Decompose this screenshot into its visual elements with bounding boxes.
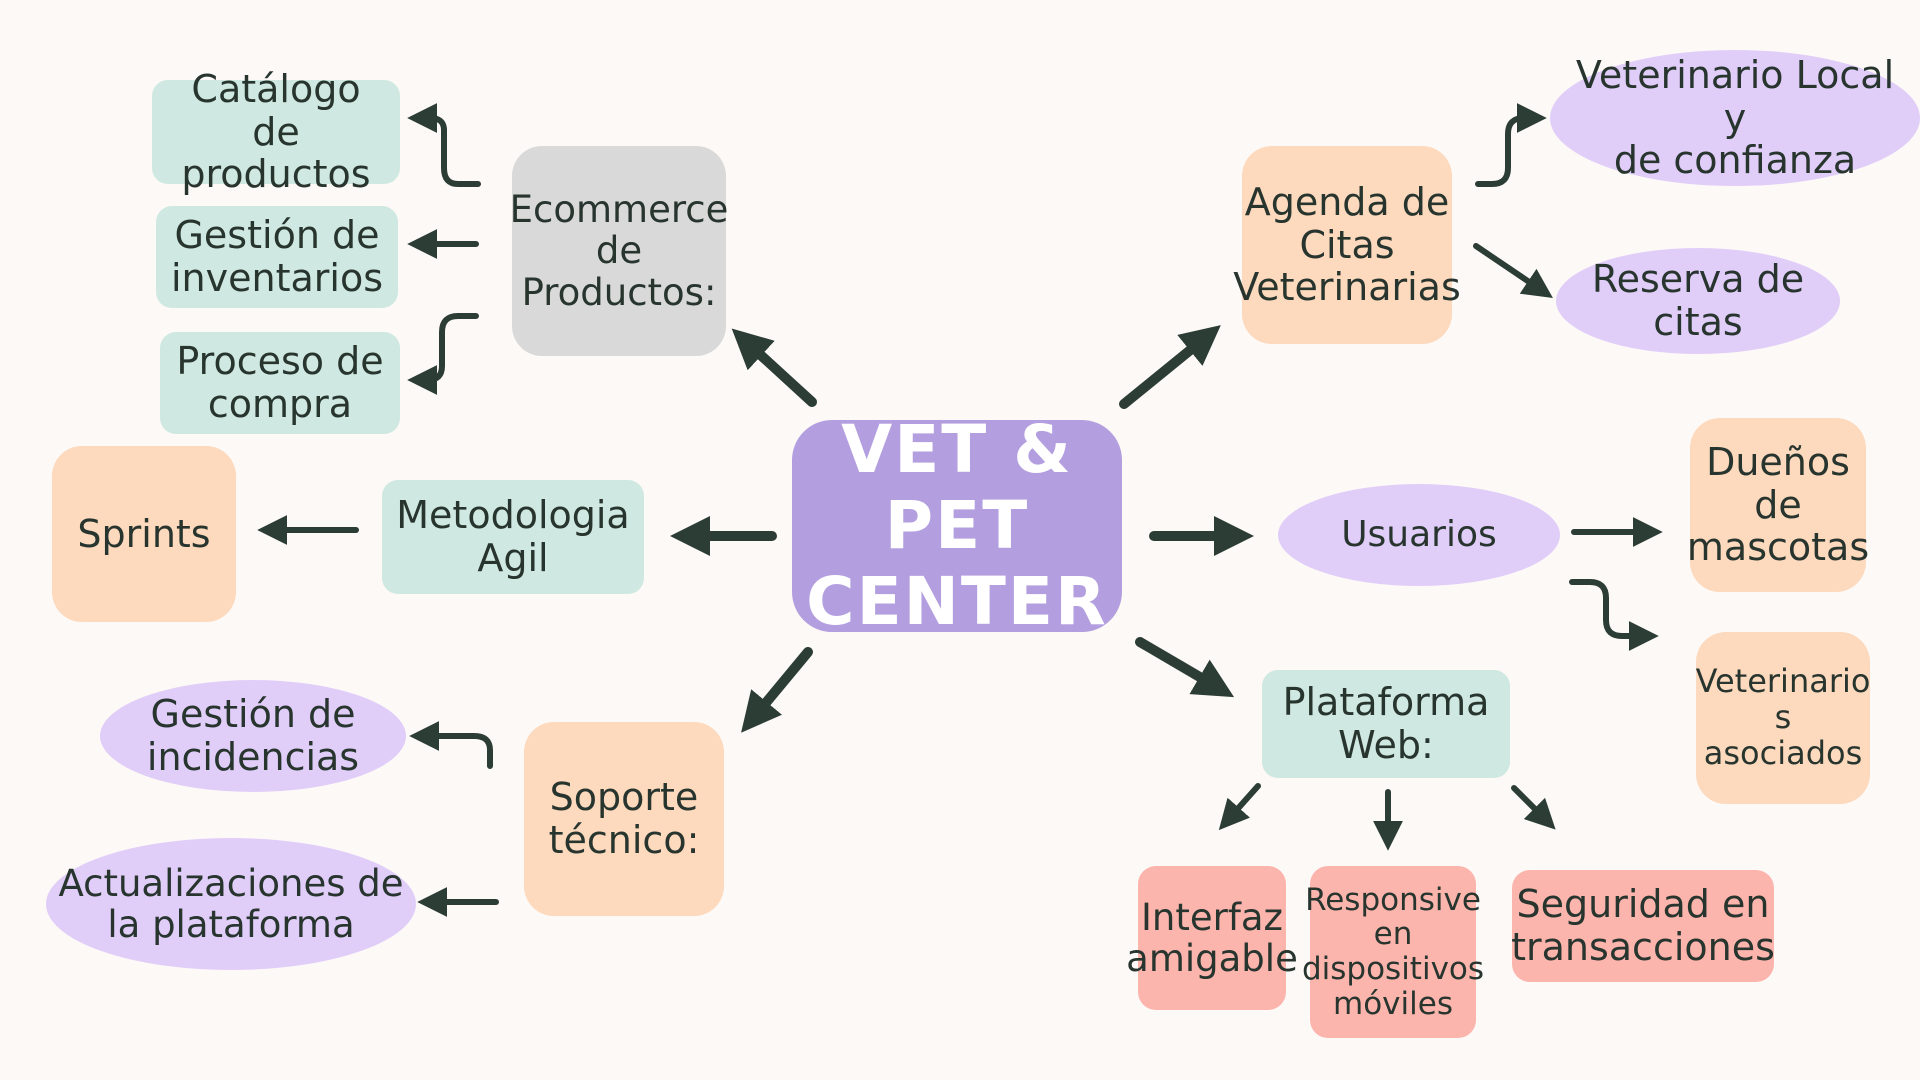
node-responsive-moviles: Responsive en dispositivos móviles [1302,866,1484,1038]
arrow-agenda-to-veterinario-local [1475,103,1547,187]
arrow-agenda-to-reserva [1473,243,1553,299]
node-duenos-mascotas: Dueños de mascotas [1687,418,1869,592]
node-sprints: Sprints [52,446,236,622]
node-seguridad-transacciones: Seguridad en transacciones [1511,870,1775,982]
arrow-ecommerce-to-compra [407,313,479,395]
node-veterinario-local: Veterinario Local y de confianza [1550,50,1920,186]
node-proceso-compra: Proceso de compra [160,332,400,434]
node-gestion-incidencias: Gestión de incidencias [100,680,406,792]
branch-usuarios: Usuarios [1278,484,1560,586]
node-actualizaciones-plataforma: Actualizaciones de la plataforma [46,838,416,970]
arrow-plataforma-to-seguridad [1511,785,1556,830]
node-interfaz-amigable: Interfaz amigable [1126,866,1298,1010]
arrow-center-to-ecommerce [731,328,817,407]
node-veterinarios-asociados: Veterinario s asociados [1696,632,1870,804]
arrow-soporte-to-incidencias [409,721,493,769]
arrow-center-to-plataforma [1135,637,1235,698]
branch-soporte-tecnico: Soporte técnico: [524,722,724,916]
arrow-usuarios-to-veterinarios [1569,579,1659,651]
arrow-plataforma-to-interfaz [1218,783,1261,831]
arrow-center-to-agenda [1119,325,1221,409]
branch-agenda-citas: Agenda de Citas Veterinarias [1233,146,1461,344]
branch-plataforma-web: Plataforma Web: [1262,670,1510,778]
branch-ecommerce: Ecommerce de Productos: [510,146,728,356]
node-catalogo-productos: Catálogo de productos [152,68,400,196]
arrow-ecommerce-to-catalogo [407,103,481,187]
branch-metodologia-agil: Metodologia Agil [382,480,644,594]
central-topic: VET & PET CENTER [792,412,1122,639]
arrow-center-to-soporte [741,647,813,733]
node-gestion-inventarios: Gestión de inventarios [156,206,398,308]
node-reserva-citas: Reserva de citas [1556,248,1840,354]
